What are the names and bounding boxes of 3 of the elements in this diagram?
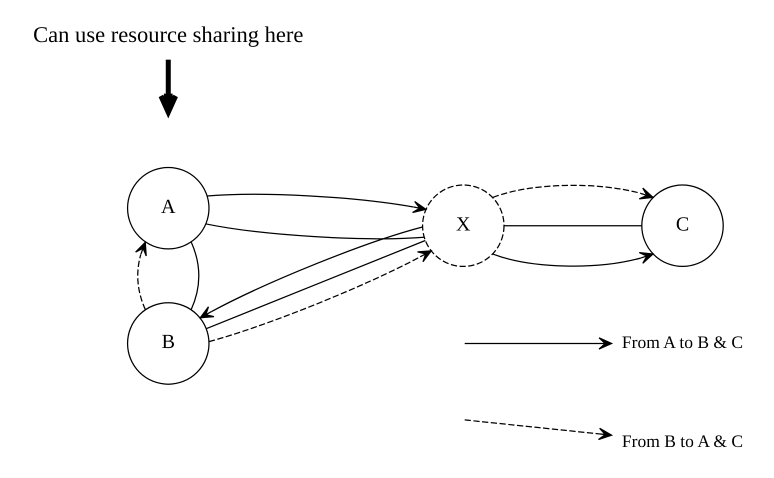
legend-label: From B to A & C: [621, 430, 743, 451]
node-text: Can use resource sharing here: [32, 22, 303, 47]
legend-label: From A to B & C: [621, 332, 743, 352]
